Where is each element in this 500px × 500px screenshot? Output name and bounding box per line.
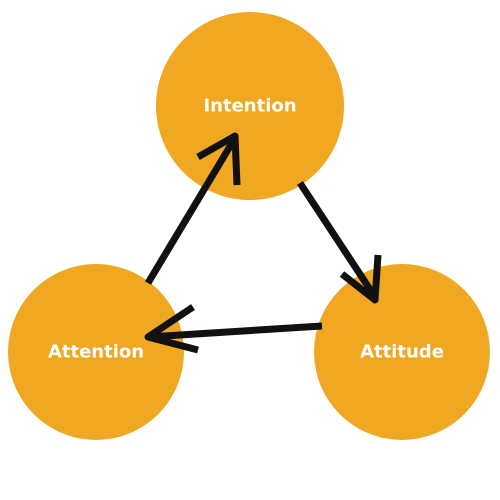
node-attitude: Attitude: [314, 264, 490, 440]
arrow-attention-to-intention: [144, 132, 241, 285]
node-attention-circle: [8, 264, 184, 440]
node-attention: Attention: [8, 264, 184, 440]
arrow-intention-to-attitude-head: [339, 254, 382, 304]
node-attention-label: Attention: [48, 342, 144, 363]
arrow-attitude-to-attention: [144, 304, 323, 354]
arrow-intention-to-attitude: [297, 181, 382, 304]
node-attitude-label: Attitude: [360, 342, 444, 363]
arrow-attention-to-intention-head: [196, 132, 241, 186]
node-attitude-circle: [314, 264, 490, 440]
arrow-attention-to-intention-shaft: [144, 136, 239, 285]
node-intention-label: Intention: [203, 96, 296, 117]
arrow-attitude-to-attention-head: [144, 304, 199, 354]
arrow-intention-to-attitude-shaft: [297, 181, 378, 299]
node-intention: Intention: [156, 12, 344, 200]
arrow-attitude-to-attention-shaft: [147, 322, 323, 341]
